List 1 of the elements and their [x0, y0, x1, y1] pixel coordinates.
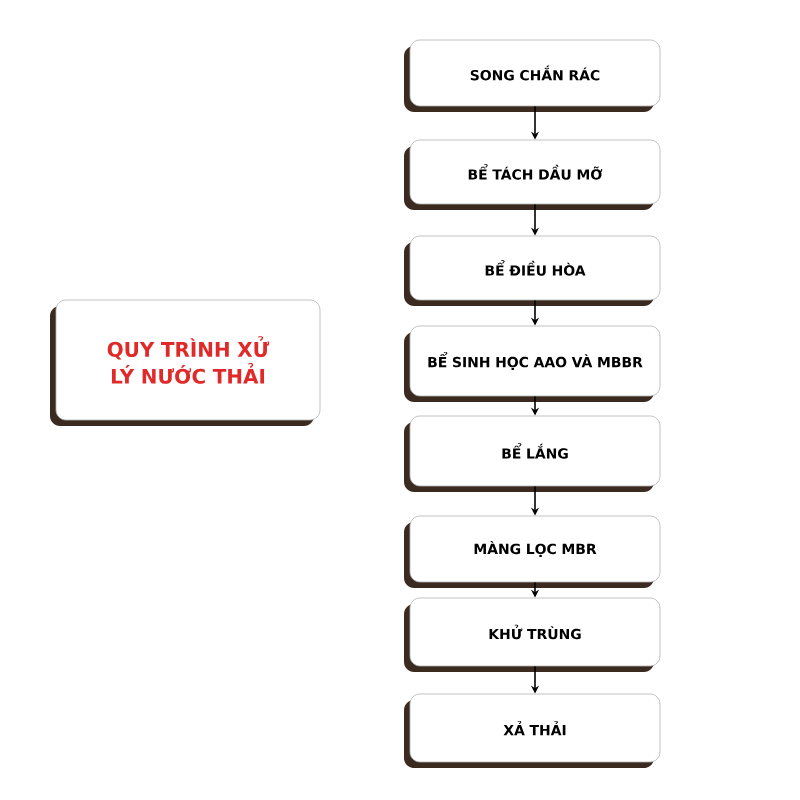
title-box: QUY TRÌNH XỬ LÝ NƯỚC THẢI — [50, 299, 321, 426]
